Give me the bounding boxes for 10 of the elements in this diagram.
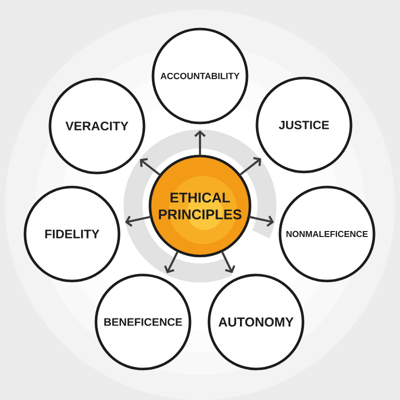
arrow <box>140 158 161 176</box>
node-label: NONMALEFICENCE <box>286 230 368 238</box>
node-label: AUTONOMY <box>218 317 294 327</box>
arrow <box>164 251 178 274</box>
arrow <box>194 130 206 156</box>
arrow <box>239 157 262 176</box>
arrow <box>221 251 236 274</box>
arrow <box>249 216 274 227</box>
arrow <box>125 216 151 227</box>
node-label: BENEFICENCE <box>104 318 182 326</box>
